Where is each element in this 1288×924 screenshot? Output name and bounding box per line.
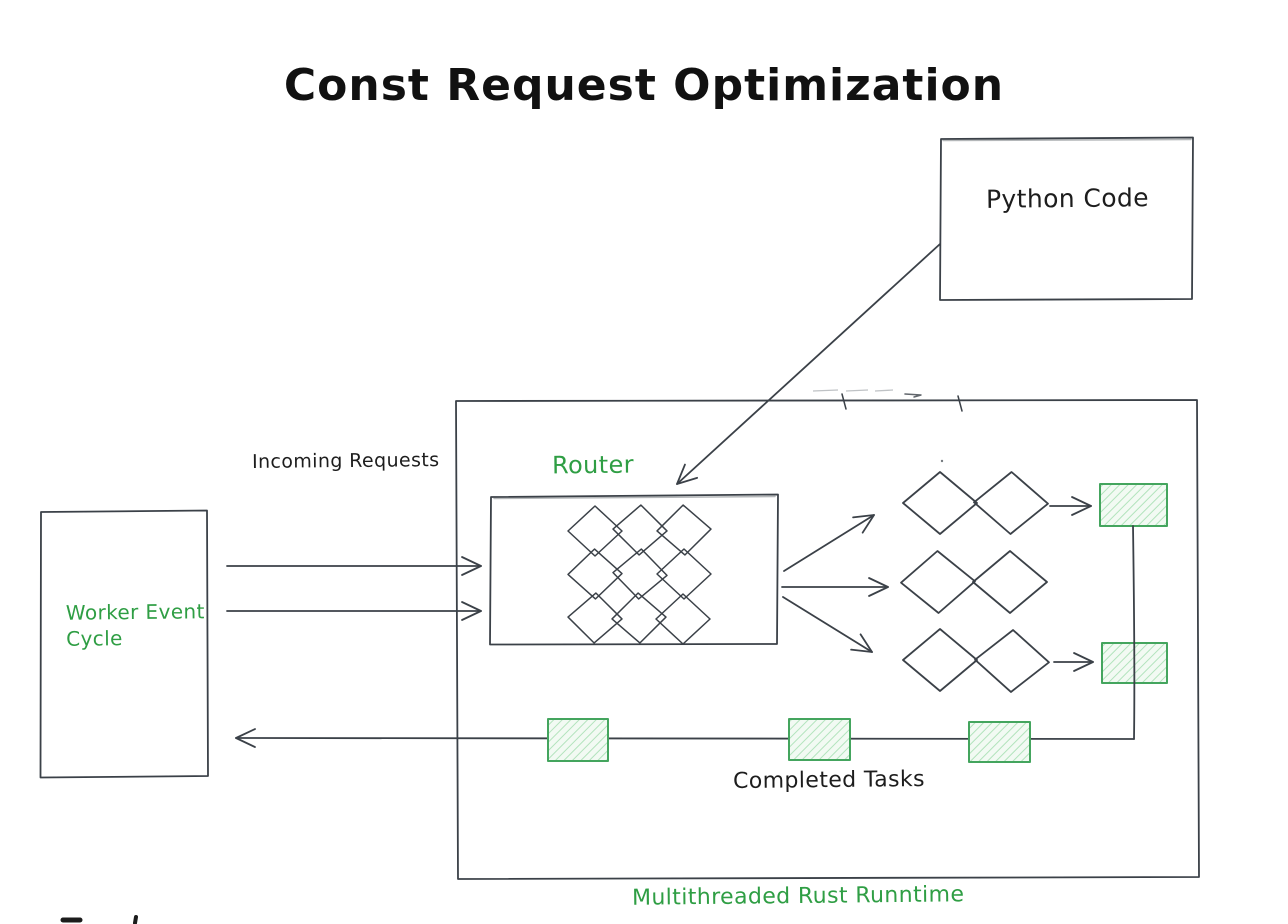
queue-diamond <box>567 548 623 600</box>
result-box-top <box>1099 483 1168 527</box>
completed-tasks-label: Completed Tasks <box>732 766 926 795</box>
queue-diamond <box>612 504 668 556</box>
task-diamond <box>974 629 1050 693</box>
queue-diamond <box>655 593 711 645</box>
incoming-requests-label: Incoming Requests <box>251 449 440 473</box>
completed-task-box <box>547 718 609 762</box>
runtime-box <box>455 399 1200 880</box>
queue-diamond <box>656 504 712 556</box>
clipped-text-artifact-2 <box>133 915 138 924</box>
python-to-router-arrow <box>676 243 941 485</box>
fanout-arrow-bottom <box>782 596 873 653</box>
task-diamond <box>900 550 976 614</box>
queue-diamond <box>611 592 667 644</box>
border-tick-1 <box>841 393 847 410</box>
router-label: Router <box>551 450 635 480</box>
task-diamond <box>902 471 978 535</box>
fanout-arrow-top <box>783 514 875 572</box>
worker-event-cycle-box <box>39 509 209 779</box>
queue-diamond <box>567 505 623 557</box>
python-code-box <box>939 136 1194 301</box>
router-queue-grid <box>567 504 712 645</box>
completed-task-box <box>968 721 1031 763</box>
python-code-box-sketch <box>942 138 1192 142</box>
result-connector-line <box>1132 525 1136 740</box>
border-tick-2 <box>957 395 963 412</box>
worker-lanes <box>900 471 1050 693</box>
queue-diamond <box>612 548 668 600</box>
python-code-label: Python Code <box>985 183 1150 214</box>
task-diamond <box>973 471 1049 535</box>
erased-text-artifact <box>812 389 894 392</box>
completed-task-box <box>788 718 851 761</box>
router-box-sketch <box>493 495 776 500</box>
queue-diamond <box>567 592 623 644</box>
router-box <box>489 493 779 646</box>
task-diamond <box>902 628 978 692</box>
border-mark <box>904 393 922 398</box>
task-diamond <box>972 550 1048 614</box>
worker-event-cycle-label: Worker Event Cycle <box>65 599 205 652</box>
diagram-title: Const Request Optimization <box>283 60 1005 111</box>
queue-diamond <box>656 548 712 600</box>
runtime-caption: Multithreaded Rust Runntime <box>631 882 965 911</box>
stray-dot <box>940 459 944 463</box>
